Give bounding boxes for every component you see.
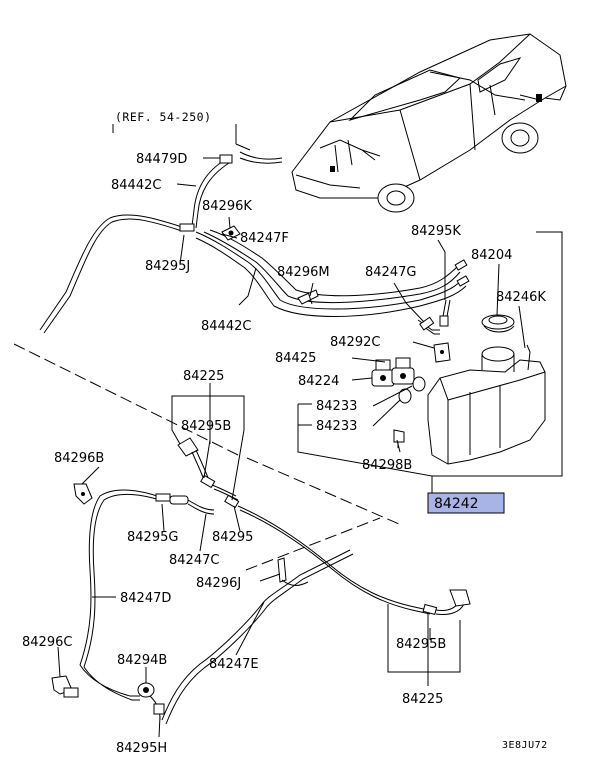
label-84296k[interactable]: 84296K — [202, 199, 252, 214]
label-84294b[interactable]: 84294B — [117, 653, 167, 668]
label-84298b[interactable]: 84298B — [362, 458, 412, 473]
label-84295j[interactable]: 84295J — [145, 259, 190, 274]
part-labels: 84479D 84442C 84296K 84247F 84295J 84296… — [22, 152, 546, 756]
label-84233-a[interactable]: 84233 — [316, 399, 357, 414]
label-84295[interactable]: 84295 — [212, 530, 253, 545]
diagram-code: 3E8JU72 — [502, 740, 548, 751]
label-84295b-top[interactable]: 84295B — [181, 419, 231, 434]
label-84242-highlighted[interactable]: 84242 — [434, 496, 479, 512]
label-84295g[interactable]: 84295G — [127, 530, 178, 545]
label-84247f[interactable]: 84247F — [240, 231, 289, 246]
label-84204[interactable]: 84204 — [471, 248, 512, 263]
highlighted-part-box[interactable] — [427, 492, 505, 514]
label-84442c-top[interactable]: 84442C — [111, 178, 161, 193]
label-84292c[interactable]: 84292C — [330, 335, 380, 350]
washer-tank-assembly — [371, 314, 546, 465]
label-84247c[interactable]: 84247C — [169, 553, 219, 568]
label-84225-bot[interactable]: 84225 — [402, 692, 443, 707]
label-84295b-bot[interactable]: 84295B — [396, 637, 446, 652]
label-84224[interactable]: 84224 — [298, 374, 339, 389]
label-84225-top[interactable]: 84225 — [183, 369, 224, 384]
label-84296j[interactable]: 84296J — [196, 576, 241, 591]
label-84442c-mid[interactable]: 84442C — [201, 319, 251, 334]
upper-hose-assembly — [39, 154, 470, 335]
label-84246k[interactable]: 84246K — [496, 290, 546, 305]
reference-label: (REF. 54-250) — [115, 110, 212, 124]
leader-lines — [57, 157, 563, 738]
label-84479d[interactable]: 84479D — [136, 152, 187, 167]
label-84425[interactable]: 84425 — [275, 351, 316, 366]
car-illustration — [291, 33, 567, 213]
lower-hose-assembly — [51, 437, 471, 725]
label-84247e[interactable]: 84247E — [209, 657, 259, 672]
label-84295k[interactable]: 84295K — [411, 224, 461, 239]
label-84233-b[interactable]: 84233 — [316, 419, 357, 434]
label-84247d[interactable]: 84247D — [120, 591, 171, 606]
label-84295h[interactable]: 84295H — [116, 741, 167, 756]
label-84296b[interactable]: 84296B — [54, 451, 104, 466]
label-84296m[interactable]: 84296M — [277, 265, 330, 280]
label-84296c[interactable]: 84296C — [22, 635, 72, 650]
label-84247g[interactable]: 84247G — [365, 265, 416, 280]
